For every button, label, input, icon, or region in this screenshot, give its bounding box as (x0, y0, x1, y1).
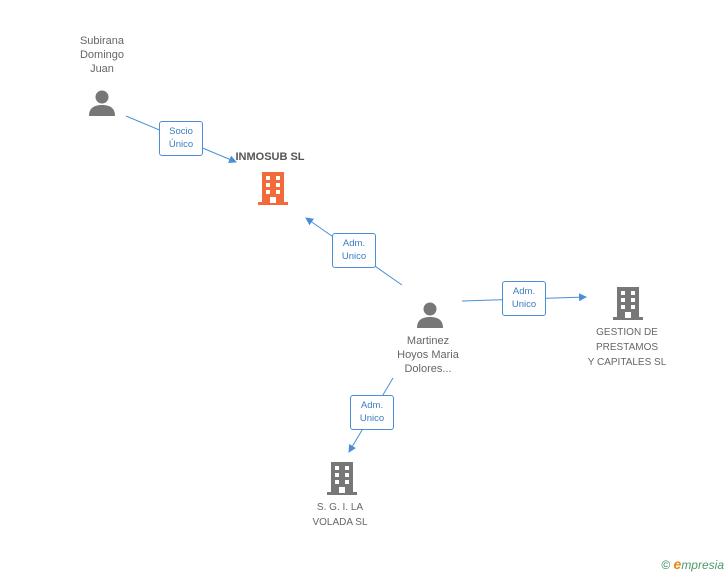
node-label-sgi[interactable]: S. G. I. LA VOLADA SL (312, 502, 368, 528)
node-label-inmosub[interactable]: INMOSUB SL (235, 151, 305, 163)
edge-label-adm-sgi: Adm. Unico (350, 395, 394, 430)
edge-label-socio-unico: Socio Único (159, 121, 203, 156)
node-label-gestion[interactable]: GESTION DE PRESTAMOS Y CAPITALES SL (587, 327, 667, 368)
brand-logo-e: e (673, 556, 682, 572)
copyright-icon: © (661, 558, 671, 572)
node-label-martinez[interactable]: Martinez Hoyos Maria Dolores... (397, 335, 459, 375)
brand-footer: © empresia (661, 556, 724, 572)
brand-logo-text: mpresia (681, 558, 724, 572)
node-label-subirana[interactable]: Subirana Domingo Juan (79, 35, 125, 75)
person-icon[interactable] (417, 302, 443, 329)
edge-label-adm-gestion: Adm. Unico (502, 281, 546, 316)
person-icon[interactable] (89, 90, 115, 117)
building-icon[interactable] (613, 287, 643, 320)
building-icon[interactable] (327, 462, 357, 495)
edge-label-adm-inmosub: Adm. Unico (332, 233, 376, 268)
building-icon[interactable] (258, 172, 288, 205)
